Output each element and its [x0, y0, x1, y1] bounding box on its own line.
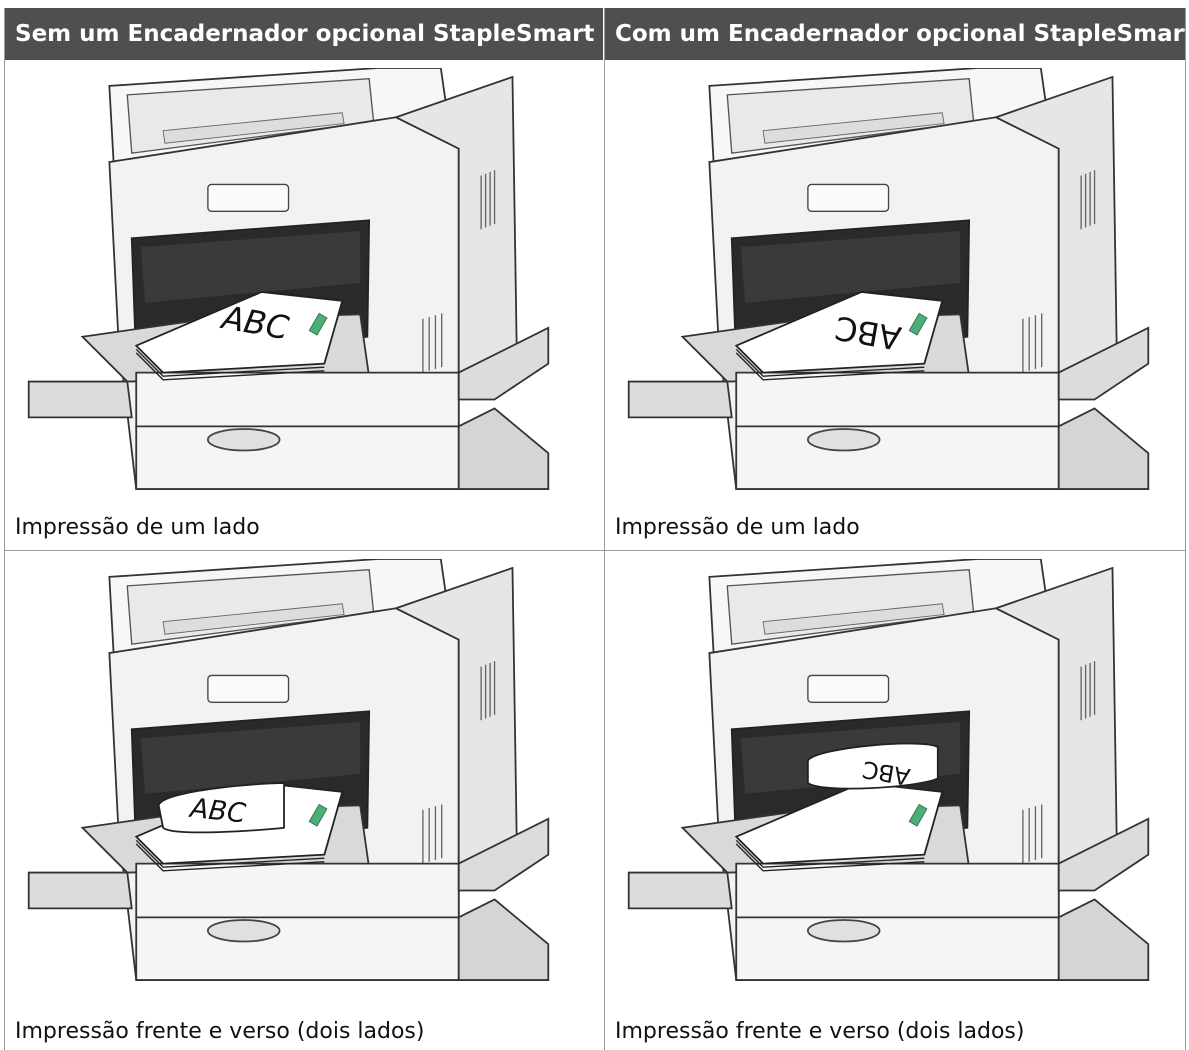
- illustration-cell-one-sided-with-binder: ABC Impressão de um lado: [605, 60, 1185, 550]
- cell-caption: Impressão frente e verso (dois lados): [615, 1019, 1025, 1044]
- cell-caption: Impressão de um lado: [615, 515, 860, 540]
- printer-illustration: ABC: [627, 68, 1150, 490]
- illustration-cell-two-sided-without-binder: ABC Impressão frente e verso (dois lados…: [5, 551, 603, 1050]
- column-header-with-binder: Com um Encadernador opcional StapleSmart: [605, 8, 1185, 60]
- illustration-cell-two-sided-with-binder: ABC Impressão frente e verso (dois lados…: [605, 551, 1185, 1050]
- printer-illustration: ABC: [27, 68, 550, 490]
- grid-line: [604, 8, 605, 1050]
- cell-caption: Impressão frente e verso (dois lados): [15, 1019, 425, 1044]
- column-header-without-binder: Sem um Encadernador opcional StapleSmart: [5, 8, 603, 60]
- cell-caption: Impressão de um lado: [15, 515, 260, 540]
- grid-line: [1185, 8, 1186, 1050]
- printer-illustration: ABC: [27, 559, 550, 981]
- grid-line: [4, 8, 5, 1050]
- illustration-cell-one-sided-without-binder: ABC Impressão de um lado: [5, 60, 603, 550]
- grid-line: [4, 550, 1186, 551]
- printer-illustration: ABC: [627, 559, 1150, 981]
- paper-label: ABC: [187, 793, 248, 830]
